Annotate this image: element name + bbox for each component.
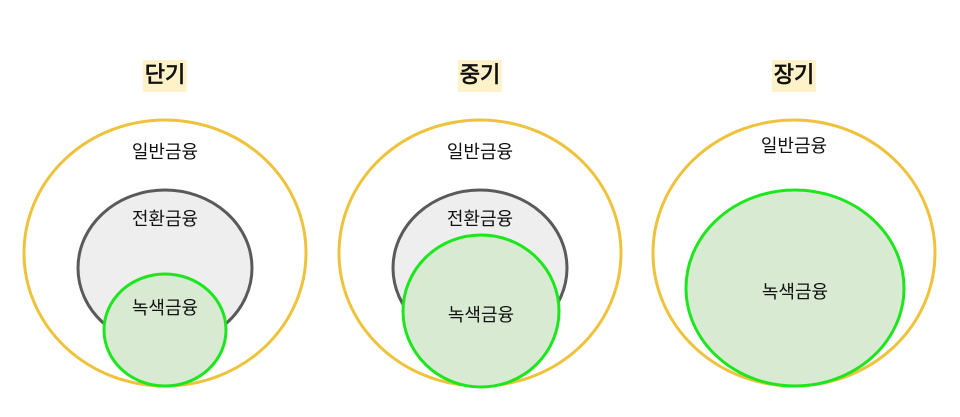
panel-long-term: 일반금융 녹색금융 [651,118,937,388]
panel-title-short-term: 단기 [142,60,188,92]
green-finance-label: 녹색금융 [132,298,198,319]
general-finance-label: 일반금융 [447,142,513,163]
general-finance-label: 일반금융 [761,136,827,157]
general-finance-label: 일반금융 [132,142,198,163]
green-finance-label: 녹색금융 [448,305,514,326]
green-finance-ellipse [401,233,561,389]
green-finance-label: 녹색금융 [762,282,828,303]
transition-finance-label: 전환금융 [132,209,198,230]
panel-mid-term: 일반금융 전환금융 녹색금융 [337,118,623,389]
panel-short-term: 일반금융 전환금융 녹색금융 [22,118,308,388]
green-finance-ellipse [684,188,906,388]
green-finance-ellipse [102,272,228,388]
transition-finance-label: 전환금융 [447,209,513,230]
panel-title-long-term: 장기 [771,60,817,92]
panel-title-mid-term: 중기 [457,60,503,92]
